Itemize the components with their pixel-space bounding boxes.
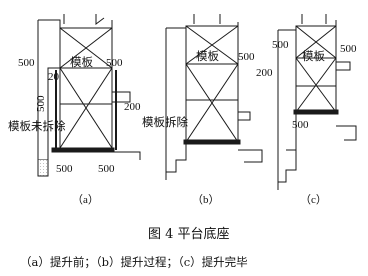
panel-a-bottom-dim-left: 500	[56, 163, 73, 175]
figure-subcaption: （a）提升前；（b）提升过程；（c）提升完毕	[20, 255, 248, 269]
panel-b	[165, 14, 263, 180]
panel-a	[37, 14, 141, 177]
panel-c-wall-right	[335, 20, 351, 112]
panel-c-top-mark	[301, 14, 327, 24]
panel-c-sublabel: （c）	[300, 193, 327, 206]
panel-c	[277, 14, 357, 190]
panel-a-sublabel: （a）	[72, 193, 99, 206]
panel-b-top-mark	[193, 14, 221, 24]
figure-caption: 图 4 平台底座	[148, 226, 230, 242]
panel-b-sublabel: （b）	[192, 193, 220, 206]
panel-a-side-dim-upper: 20	[48, 71, 60, 83]
panel-a-side-dim-right: 200	[124, 101, 141, 113]
panel-b-base	[183, 139, 241, 145]
panel-c-slab-right	[336, 125, 357, 141]
panel-b-formwork-label: 模板	[196, 49, 219, 63]
panel-a-slab-right	[114, 151, 141, 160]
panel-b-brace-4	[185, 63, 239, 143]
panel-a-base	[51, 147, 115, 153]
panel-a-slab-left	[37, 160, 49, 177]
panel-c-base	[293, 109, 339, 115]
panel-c-formwork-label: 模板	[302, 49, 325, 63]
panel-c-frame	[295, 25, 337, 113]
panel-c-side-dim-right: 500	[340, 43, 357, 55]
panel-a-side-dim-lower: 500	[35, 95, 47, 112]
panel-c-brace-2	[295, 25, 337, 59]
panel-b-wall-right	[237, 22, 251, 142]
panel-a-top-mark	[63, 14, 105, 25]
panel-a-brace-4	[59, 67, 113, 149]
panel-b-wall-left	[166, 27, 187, 173]
panel-a-wall-right	[111, 20, 131, 152]
panel-c-top-dim: 500	[272, 39, 289, 51]
panel-b-slab-right	[238, 149, 263, 163]
panel-c-bottom-dim: 500	[292, 119, 309, 131]
panel-a-frame	[59, 27, 113, 149]
panel-a-top-dim-right: 500	[106, 57, 123, 69]
panel-b-top-dim: 500	[238, 51, 255, 63]
panel-a-formwork-label: 模板	[70, 55, 93, 69]
panel-a-brace-2	[59, 27, 113, 69]
panel-c-wall-left	[278, 29, 297, 183]
panel-a-bottom-dim-right: 500	[98, 163, 115, 175]
panel-b-note: 模板拆除	[142, 115, 188, 129]
panel-a-top-dim: 500	[18, 57, 35, 69]
panel-b-brace-2	[185, 25, 239, 65]
panel-c-side-dim-upper: 200	[256, 67, 273, 79]
panel-c-brace-4	[295, 57, 337, 113]
panel-b-frame	[185, 25, 239, 143]
panel-a-note: 模板未拆除	[8, 119, 66, 133]
